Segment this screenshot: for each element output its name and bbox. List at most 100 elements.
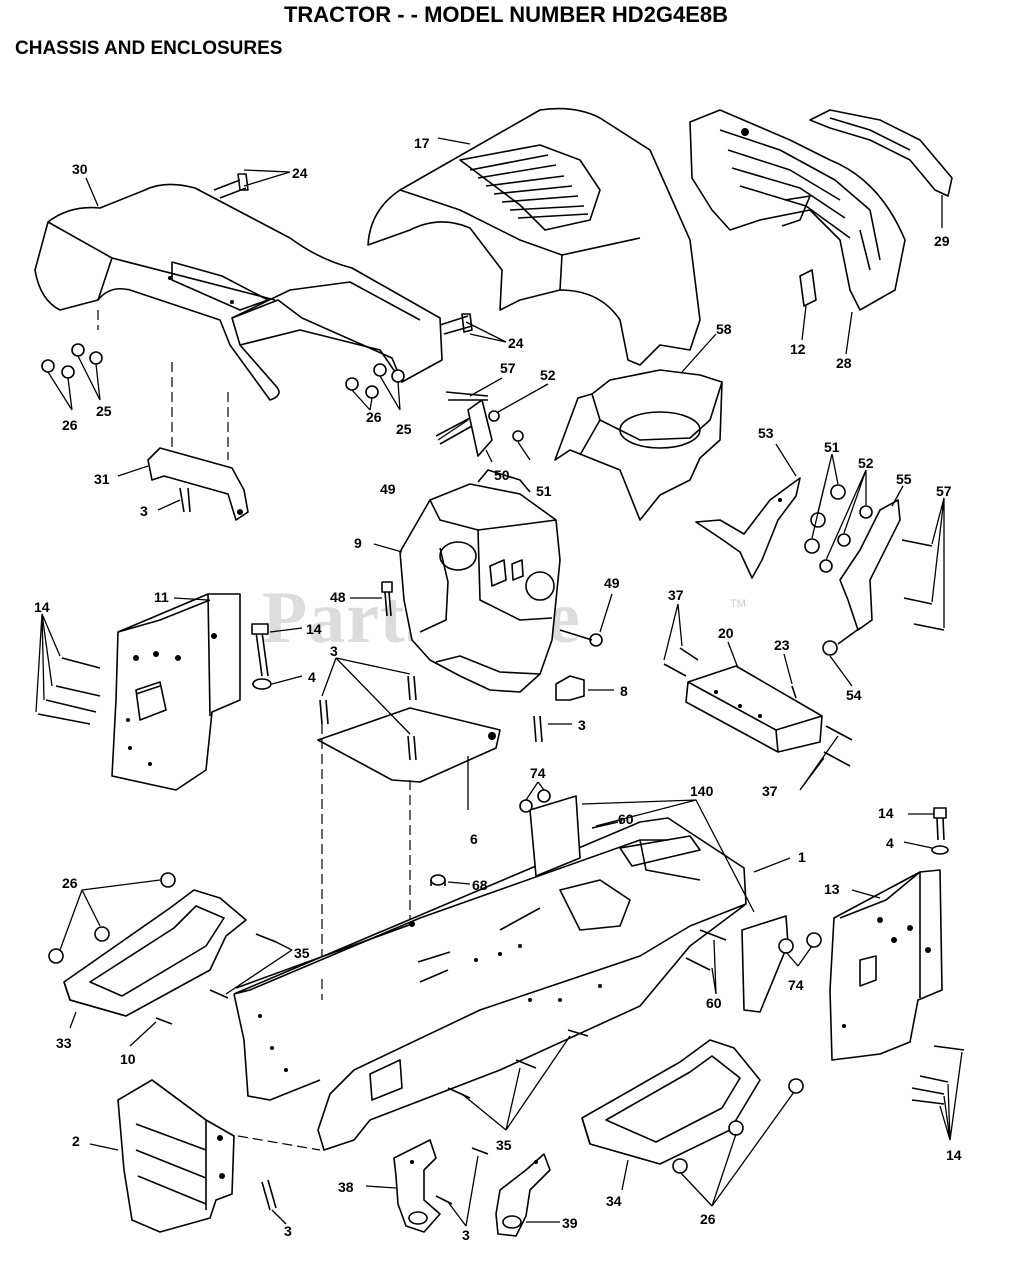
front-plate-2[interactable]	[89, 1079, 235, 1233]
bolt-3-upper[interactable]	[157, 487, 191, 513]
callout-51[interactable]: 51	[536, 483, 552, 499]
nuts-74[interactable]	[519, 781, 822, 967]
side-panel-13[interactable]	[829, 869, 943, 1061]
grille-side-part[interactable]	[809, 109, 953, 197]
bolt-49-right[interactable]	[559, 593, 613, 647]
lower-dash-part[interactable]	[554, 369, 723, 521]
nuts-washers-right[interactable]	[345, 363, 405, 411]
callout-14[interactable]: 14	[878, 805, 894, 821]
callout-14[interactable]: 14	[34, 599, 50, 615]
bracket-55[interactable]	[839, 485, 904, 631]
bolt-10[interactable]	[129, 1017, 173, 1047]
frame-1-part[interactable]	[233, 817, 791, 1151]
callout-53[interactable]: 53	[758, 425, 774, 441]
plate-140[interactable]	[529, 795, 789, 1013]
callout-48[interactable]: 48	[330, 589, 346, 605]
hood-part[interactable]	[367, 107, 701, 366]
bolt-24-upper[interactable]	[213, 169, 291, 199]
callout-50[interactable]: 50	[494, 467, 510, 483]
callout-57[interactable]: 57	[500, 360, 516, 376]
bolt-3-right[interactable]	[533, 715, 572, 743]
callout-23[interactable]: 23	[774, 637, 790, 653]
callout-37[interactable]: 37	[668, 587, 684, 603]
bolts-35-bottom[interactable]	[447, 1029, 589, 1131]
callout-11[interactable]: 11	[154, 589, 169, 605]
bolts-37[interactable]	[663, 603, 853, 791]
callout-31[interactable]: 31	[94, 471, 110, 487]
bolt-3-front[interactable]	[261, 1179, 287, 1225]
callout-8[interactable]: 8	[620, 683, 628, 699]
callout-2[interactable]: 2	[72, 1133, 80, 1149]
callout-24[interactable]: 24	[508, 335, 524, 351]
callout-35[interactable]: 35	[294, 945, 310, 961]
callout-25[interactable]: 25	[96, 403, 112, 419]
callout-25[interactable]: 25	[396, 421, 412, 437]
callout-1[interactable]: 1	[798, 849, 806, 865]
callout-74[interactable]: 74	[788, 977, 804, 993]
callout-51[interactable]: 51	[824, 439, 840, 455]
nuts-26-left[interactable]	[48, 872, 176, 964]
callout-14[interactable]: 14	[946, 1147, 962, 1163]
callout-37[interactable]: 37	[762, 783, 778, 799]
bracket-53[interactable]	[695, 443, 801, 579]
callout-12[interactable]: 12	[790, 341, 806, 357]
callout-17[interactable]: 17	[414, 135, 430, 151]
callout-3[interactable]: 3	[462, 1227, 470, 1243]
bracket-38[interactable]	[365, 1139, 441, 1233]
callout-68[interactable]: 68	[472, 877, 488, 893]
bolts-35-left[interactable]	[209, 933, 293, 999]
callout-60[interactable]: 60	[706, 995, 722, 1011]
callout-52[interactable]: 52	[858, 455, 874, 471]
bracket-12[interactable]	[799, 269, 817, 341]
callout-4[interactable]: 4	[308, 669, 316, 685]
bolt-14-right[interactable]	[908, 807, 947, 841]
callout-26[interactable]: 26	[62, 417, 78, 433]
dash-tower-part[interactable]	[399, 469, 561, 693]
callout-20[interactable]: 20	[718, 625, 734, 641]
callout-3[interactable]: 3	[578, 717, 586, 733]
callout-55[interactable]: 55	[896, 471, 912, 487]
callout-24[interactable]: 24	[292, 165, 308, 181]
bracket-50[interactable]	[435, 383, 549, 463]
bolt-14-mid[interactable]	[251, 623, 303, 677]
callout-6[interactable]: 6	[470, 831, 478, 847]
bracket-8[interactable]	[555, 675, 614, 701]
bolt-24-lower[interactable]	[439, 313, 507, 343]
callout-4[interactable]: 4	[886, 835, 894, 851]
nut-54[interactable]	[822, 627, 861, 687]
callout-34[interactable]: 34	[606, 1193, 622, 1209]
bushing-68[interactable]	[430, 874, 471, 886]
bolts-3-pan[interactable]	[319, 657, 417, 761]
callout-74[interactable]: 74	[530, 765, 546, 781]
rod-35[interactable]	[235, 921, 415, 989]
callout-29[interactable]: 29	[934, 233, 950, 249]
bolts-14-right-lower[interactable]	[911, 1045, 965, 1141]
washer-4-right[interactable]	[903, 841, 949, 855]
callout-35[interactable]: 35	[496, 1137, 512, 1153]
callout-28[interactable]: 28	[836, 355, 852, 371]
bolt-23[interactable]	[783, 653, 797, 699]
callout-140[interactable]: 140	[690, 783, 714, 799]
nuts-51-52[interactable]	[804, 453, 873, 573]
bolt-48[interactable]	[350, 581, 393, 617]
callout-26[interactable]: 26	[366, 409, 382, 425]
callout-52[interactable]: 52	[540, 367, 556, 383]
callout-14[interactable]: 14	[306, 621, 322, 637]
callout-3[interactable]: 3	[284, 1223, 292, 1239]
washer-4[interactable]	[252, 675, 303, 690]
dash-panel-part[interactable]	[34, 183, 443, 401]
nuts-washers-left[interactable]	[41, 343, 103, 411]
bolt-57[interactable]	[445, 377, 503, 401]
bolts-14-left[interactable]	[35, 613, 101, 725]
support-31[interactable]	[117, 447, 249, 521]
callout-10[interactable]: 10	[120, 1051, 136, 1067]
callout-58[interactable]: 58	[716, 321, 732, 337]
callout-57[interactable]: 57	[936, 483, 952, 499]
callout-9[interactable]: 9	[354, 535, 362, 551]
callout-3[interactable]: 3	[330, 643, 338, 659]
callout-60[interactable]: 60	[618, 811, 634, 827]
plate-20[interactable]	[685, 641, 823, 753]
grille-part[interactable]	[689, 109, 906, 311]
callout-26[interactable]: 26	[700, 1211, 716, 1227]
nuts-26-right[interactable]	[672, 1078, 804, 1207]
